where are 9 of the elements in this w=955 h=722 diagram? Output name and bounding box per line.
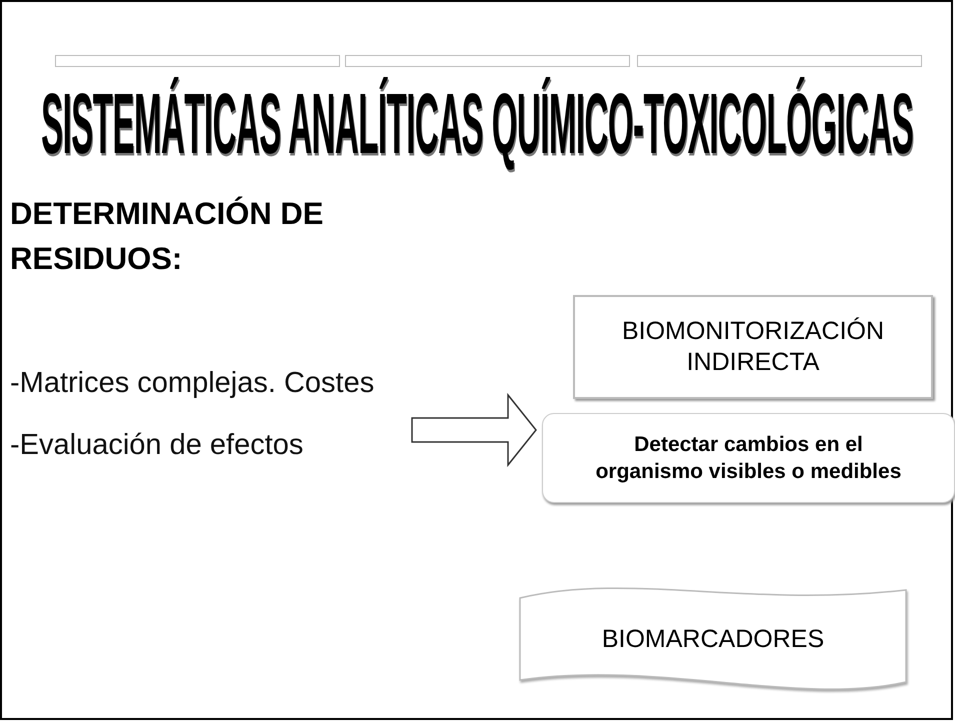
bullet-text: -Matrices complejas. Costes xyxy=(10,366,374,401)
box-label: Detectar cambios en el organismo visibles o medibles xyxy=(594,432,902,485)
rounded-box xyxy=(542,413,955,503)
block-arrow xyxy=(411,392,537,468)
box-label: BIOMARCADORES xyxy=(602,624,824,656)
bullet-text: -Evaluación de efectos xyxy=(10,428,304,462)
section-heading: DETERMINACIÓN DE RESIDUOS: xyxy=(10,195,324,278)
process-box xyxy=(573,295,933,399)
box-label: BIOMONITORIZACIÓN INDIRECTA xyxy=(620,316,886,378)
